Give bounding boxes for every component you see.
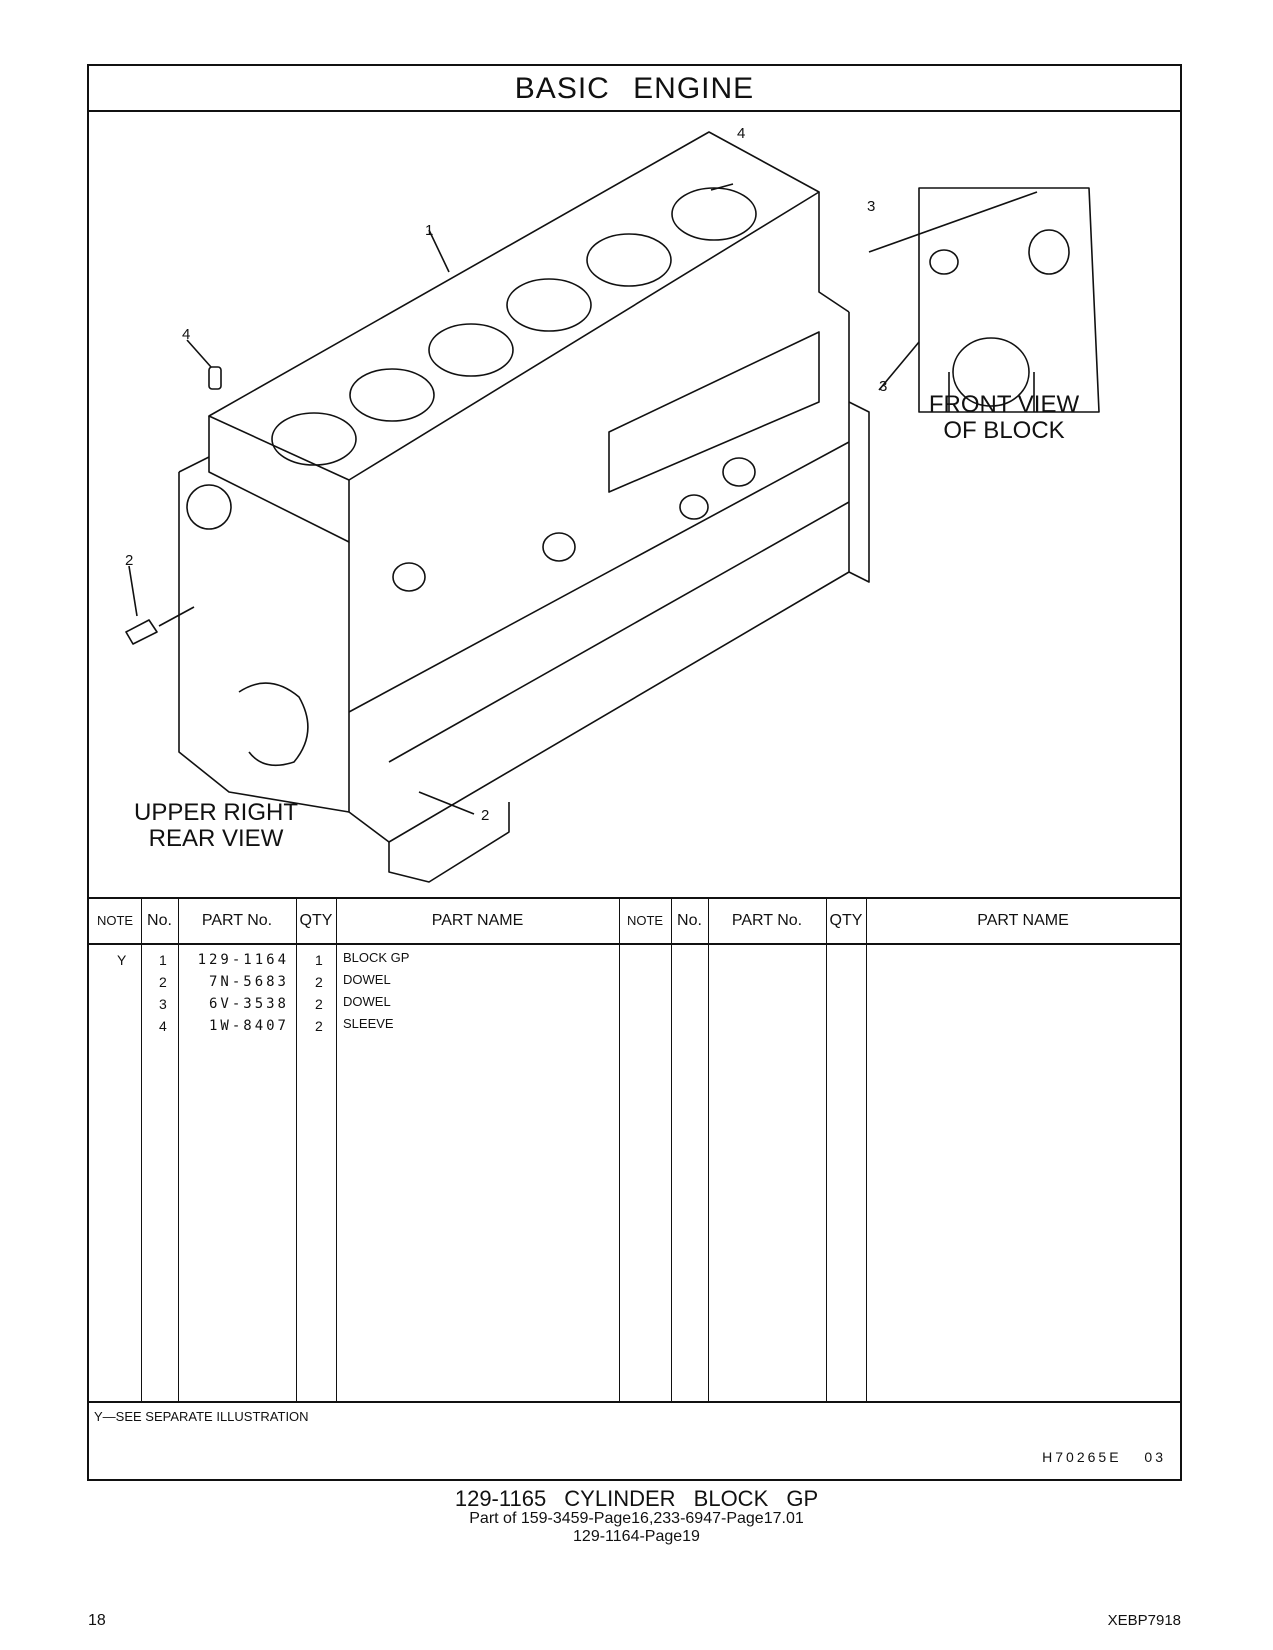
row2-qty: 2 — [315, 974, 323, 990]
callout-2-left: 2 — [125, 552, 134, 569]
row1-partno: 129-1164 — [197, 952, 289, 968]
cylinder-bore-3 — [428, 323, 514, 377]
row2-name: DOWEL — [343, 972, 391, 987]
callout-3-lower: 3 — [879, 378, 888, 395]
engine-block-drawing — [125, 131, 1100, 883]
header-note-right: NOTE — [626, 913, 664, 928]
row2-partno: 7N-5683 — [208, 974, 289, 990]
row1-name: BLOCK GP — [343, 950, 410, 965]
engine-block-illustration: UPPER RIGHT REAR VIEW FRONT VIEW OF BLOC… — [89, 112, 1180, 897]
sleeve-part — [208, 366, 222, 390]
cylinder-bore-4 — [506, 278, 592, 332]
parts-table-header: NOTE No. PART No. QTY PART NAME NOTE No.… — [89, 899, 1180, 945]
header-partno-right: PART No. — [731, 912, 803, 929]
view-label-main-line2: REAR VIEW — [148, 825, 284, 852]
header-qty-right: QTY — [829, 912, 863, 929]
header-qty-left: QTY — [299, 912, 333, 929]
parts-page-frame: BASIC ENGINE — [87, 64, 1182, 1481]
parts-table: NOTE No. PART No. QTY PART NAME NOTE No.… — [89, 897, 1180, 1403]
header-note-left: NOTE — [96, 913, 134, 928]
view-label-main-line1: UPPER RIGHT — [133, 799, 298, 826]
page-number: 18 — [88, 1612, 106, 1629]
header-no-left: No. — [147, 912, 172, 929]
reference-code: H70265E 03 — [1042, 1449, 1166, 1465]
row3-qty: 2 — [315, 996, 323, 1012]
caption-page-ref: 129-1164-Page19 — [573, 1528, 700, 1545]
footnote: Y—SEE SEPARATE ILLUSTRATION — [94, 1409, 309, 1424]
row1-note: Y — [117, 952, 127, 968]
header-partname-right: PART NAME — [977, 912, 1069, 929]
cover-plate — [608, 331, 820, 493]
callout-4-left: 4 — [182, 326, 191, 343]
row1-no: 1 — [159, 952, 167, 968]
cylinder-bore-2 — [349, 368, 435, 422]
row3-partno: 6V-3538 — [208, 996, 289, 1012]
document-code: XEBP7918 — [1107, 1612, 1181, 1629]
row3-name: DOWEL — [343, 994, 391, 1009]
rear-bore — [186, 484, 232, 530]
row3-no: 3 — [159, 996, 167, 1012]
row4-qty: 2 — [315, 1018, 323, 1034]
caption-part-of: Part of 159-3459-Page16,233-6947-Page17.… — [469, 1510, 804, 1527]
cylinder-bore-5 — [586, 233, 672, 287]
dowel-part — [125, 619, 158, 645]
header-no-right: No. — [677, 912, 702, 929]
header-partno-left: PART No. — [201, 912, 273, 929]
callout-4-top: 4 — [737, 125, 746, 142]
block-top-deck — [208, 131, 820, 481]
row2-no: 2 — [159, 974, 167, 990]
callout-1: 1 — [425, 222, 434, 239]
view-label-front-line1: FRONT VIEW — [928, 391, 1080, 418]
view-label-front-line2: OF BLOCK — [943, 417, 1065, 444]
cylinder-bore-6 — [671, 187, 757, 241]
page-title: BASIC ENGINE — [89, 66, 1180, 112]
cylinder-bore-1 — [271, 412, 357, 466]
header-partname-left: PART NAME — [431, 912, 524, 929]
row1-qty: 1 — [315, 952, 323, 968]
row4-no: 4 — [159, 1018, 167, 1034]
front-view-block — [918, 187, 1100, 413]
row4-name: SLEEVE — [343, 1016, 394, 1031]
callout-3-upper: 3 — [867, 198, 876, 215]
caption-title: 129-1165 CYLINDER BLOCK GP — [454, 1486, 819, 1511]
callout-2-bottom: 2 — [481, 807, 490, 824]
row4-partno: 1W-8407 — [208, 1018, 289, 1034]
